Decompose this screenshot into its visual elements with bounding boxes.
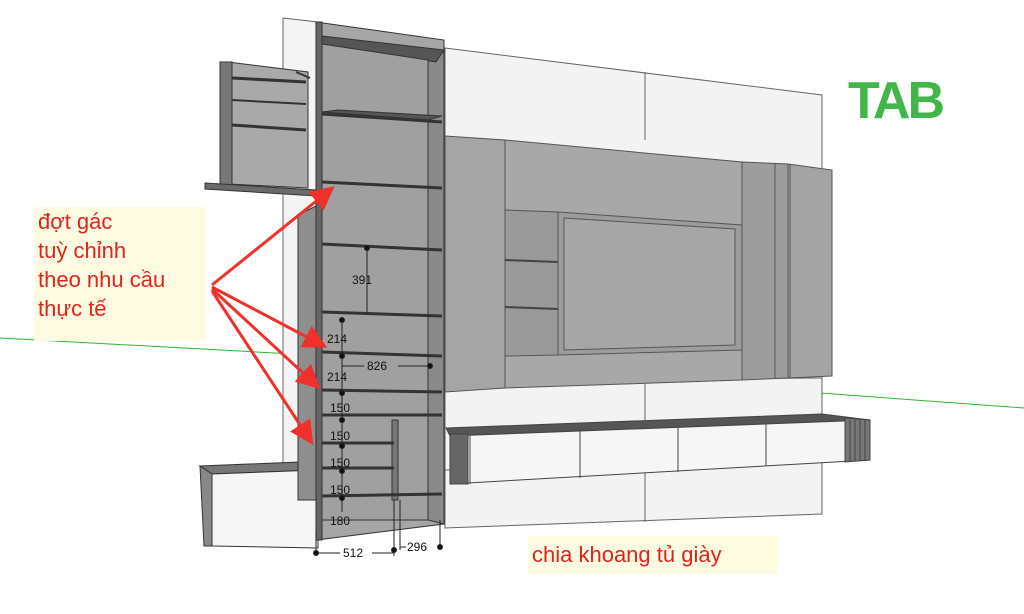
arrow-to-shelf-2: [211, 285, 328, 348]
shelf-annotation: đợt gác tuỳ chỉnh theo nhu cầu thực tế: [34, 207, 206, 341]
shelf-note-line-4: thực tế: [38, 296, 107, 321]
annotation-arrows: [210, 186, 335, 446]
dim-391: 391: [352, 273, 372, 287]
tv-wall-panels: [444, 135, 833, 393]
dim-150-second: 150: [330, 429, 350, 443]
shelf-note-line-1: đợt gác: [38, 209, 113, 234]
arrow-to-shelf-1: [211, 186, 335, 287]
arrow-to-shelf-3: [210, 287, 321, 390]
dim-214-lower: 214: [327, 370, 347, 384]
dim-150-first: 150: [330, 401, 350, 415]
shelf-note-line-3: theo nhu cầu: [38, 267, 166, 292]
tab-logo: TAB: [848, 72, 946, 130]
shoe-compartment-annotation: chia khoang tủ giày: [528, 536, 778, 574]
dim-512: 512: [343, 546, 363, 560]
dim-826: 826: [367, 359, 387, 373]
dim-214-upper: 214: [327, 332, 347, 346]
logo-text: TAB: [848, 72, 943, 130]
dimension-lines: [313, 245, 443, 556]
guide-line-right: [819, 392, 1024, 409]
tv-console: [445, 413, 871, 485]
lower-bench: [198, 461, 319, 549]
dim-296: 296: [407, 540, 427, 554]
dim-150-third: 150: [330, 456, 350, 470]
dim-180: 180: [330, 514, 350, 528]
upper-side-shelf: [204, 61, 317, 197]
arrow-to-shelf-4: [210, 290, 314, 446]
dim-150-fourth: 150: [330, 483, 350, 497]
guide-line-left: [0, 337, 331, 357]
shelf-note-line-2: tuỳ chỉnh: [38, 238, 127, 263]
